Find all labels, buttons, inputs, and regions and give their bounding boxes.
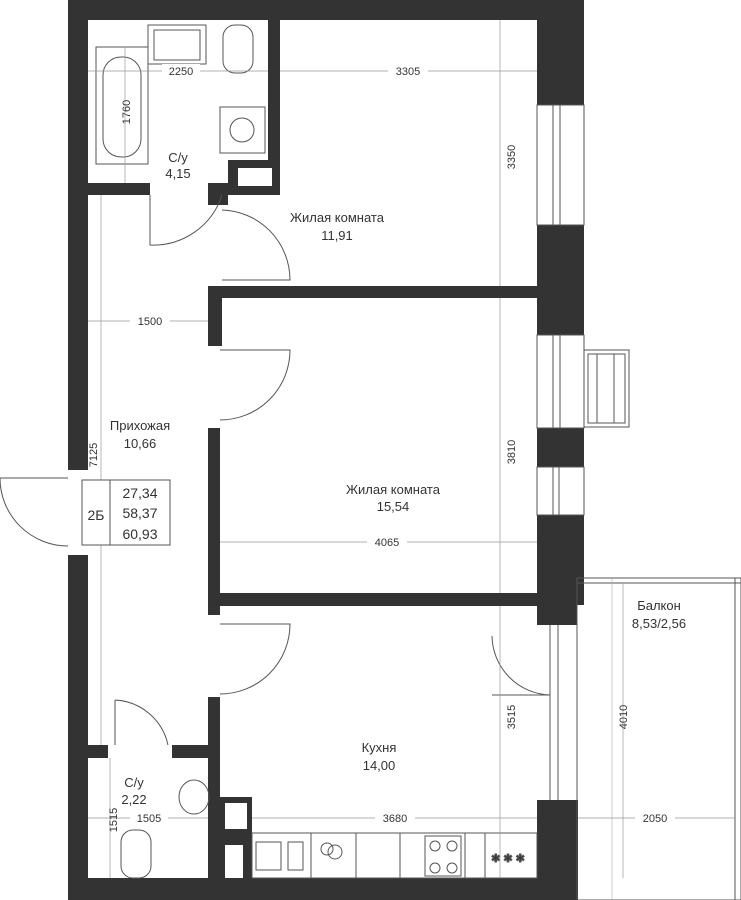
fixtures: ✱ ✱ ✱ [95,24,538,879]
area-summary: 2Б 27,34 58,37 60,93 [81,479,171,546]
dimension-labels: 2250 3305 1760 3350 1500 7125 3810 4065 … [88,64,675,832]
dim-bath1-tub: 1760 [121,100,133,124]
room-name-balcony: Балкон [637,598,681,613]
room-name-hall: Прихожая [110,418,170,433]
total-area-with-balcony: 60,93 [122,526,157,542]
dim-living2-width: 4065 [375,537,399,549]
toilet-icon [222,24,254,74]
room-name-living2: Жилая комната [346,482,441,497]
room-area-living2: 15,54 [377,499,410,514]
total-area: 58,37 [122,505,157,521]
dim-bath2-depth: 1515 [108,808,120,832]
dim-living2-depth: 3810 [506,440,518,464]
room-area-bath1: 4,15 [165,166,190,181]
room-area-living1: 11,91 [321,228,353,243]
dim-kitchen-width: 3680 [383,813,407,825]
toilet-icon [120,829,152,879]
sink-icon [178,779,210,815]
room-name-living1: Жилая комната [290,210,385,225]
dim-bath1-width: 2250 [169,66,193,78]
dim-hall-length: 7125 [88,443,100,467]
balcony [576,577,741,900]
fridge-icon: ✱ ✱ ✱ [491,853,525,865]
room-area-bath2: 2,22 [121,792,146,807]
room-area-kitchen: 14,00 [363,758,396,773]
room-name-kitchen: Кухня [362,740,397,755]
dim-balcony-depth: 4010 [618,705,630,729]
kitchen-counter [251,832,538,879]
room-area-hall: 10,66 [124,436,157,451]
washing-machine-icon [219,106,266,154]
bathtub-icon [95,46,149,165]
dim-living1-depth: 3350 [506,145,518,169]
dim-balcony-width: 2050 [643,813,667,825]
dim-kitchen-depth: 3515 [506,705,518,729]
stove-icon [424,835,462,877]
dim-hall-width: 1500 [138,316,162,328]
room-name-bath1: С/у [168,150,188,165]
room-name-bath2: С/у [124,775,144,790]
room-area-balcony: 8,53/2,56 [632,616,686,631]
kitchen-sink-icon [255,841,282,871]
dim-living1-width: 3305 [396,66,420,78]
walls [68,0,584,900]
sink-icon [147,24,207,65]
doors [0,194,551,746]
dim-bath2-width: 1505 [137,813,161,825]
living-area: 27,34 [122,485,157,501]
windows [536,104,630,800]
apartment-type: 2Б [88,507,105,523]
